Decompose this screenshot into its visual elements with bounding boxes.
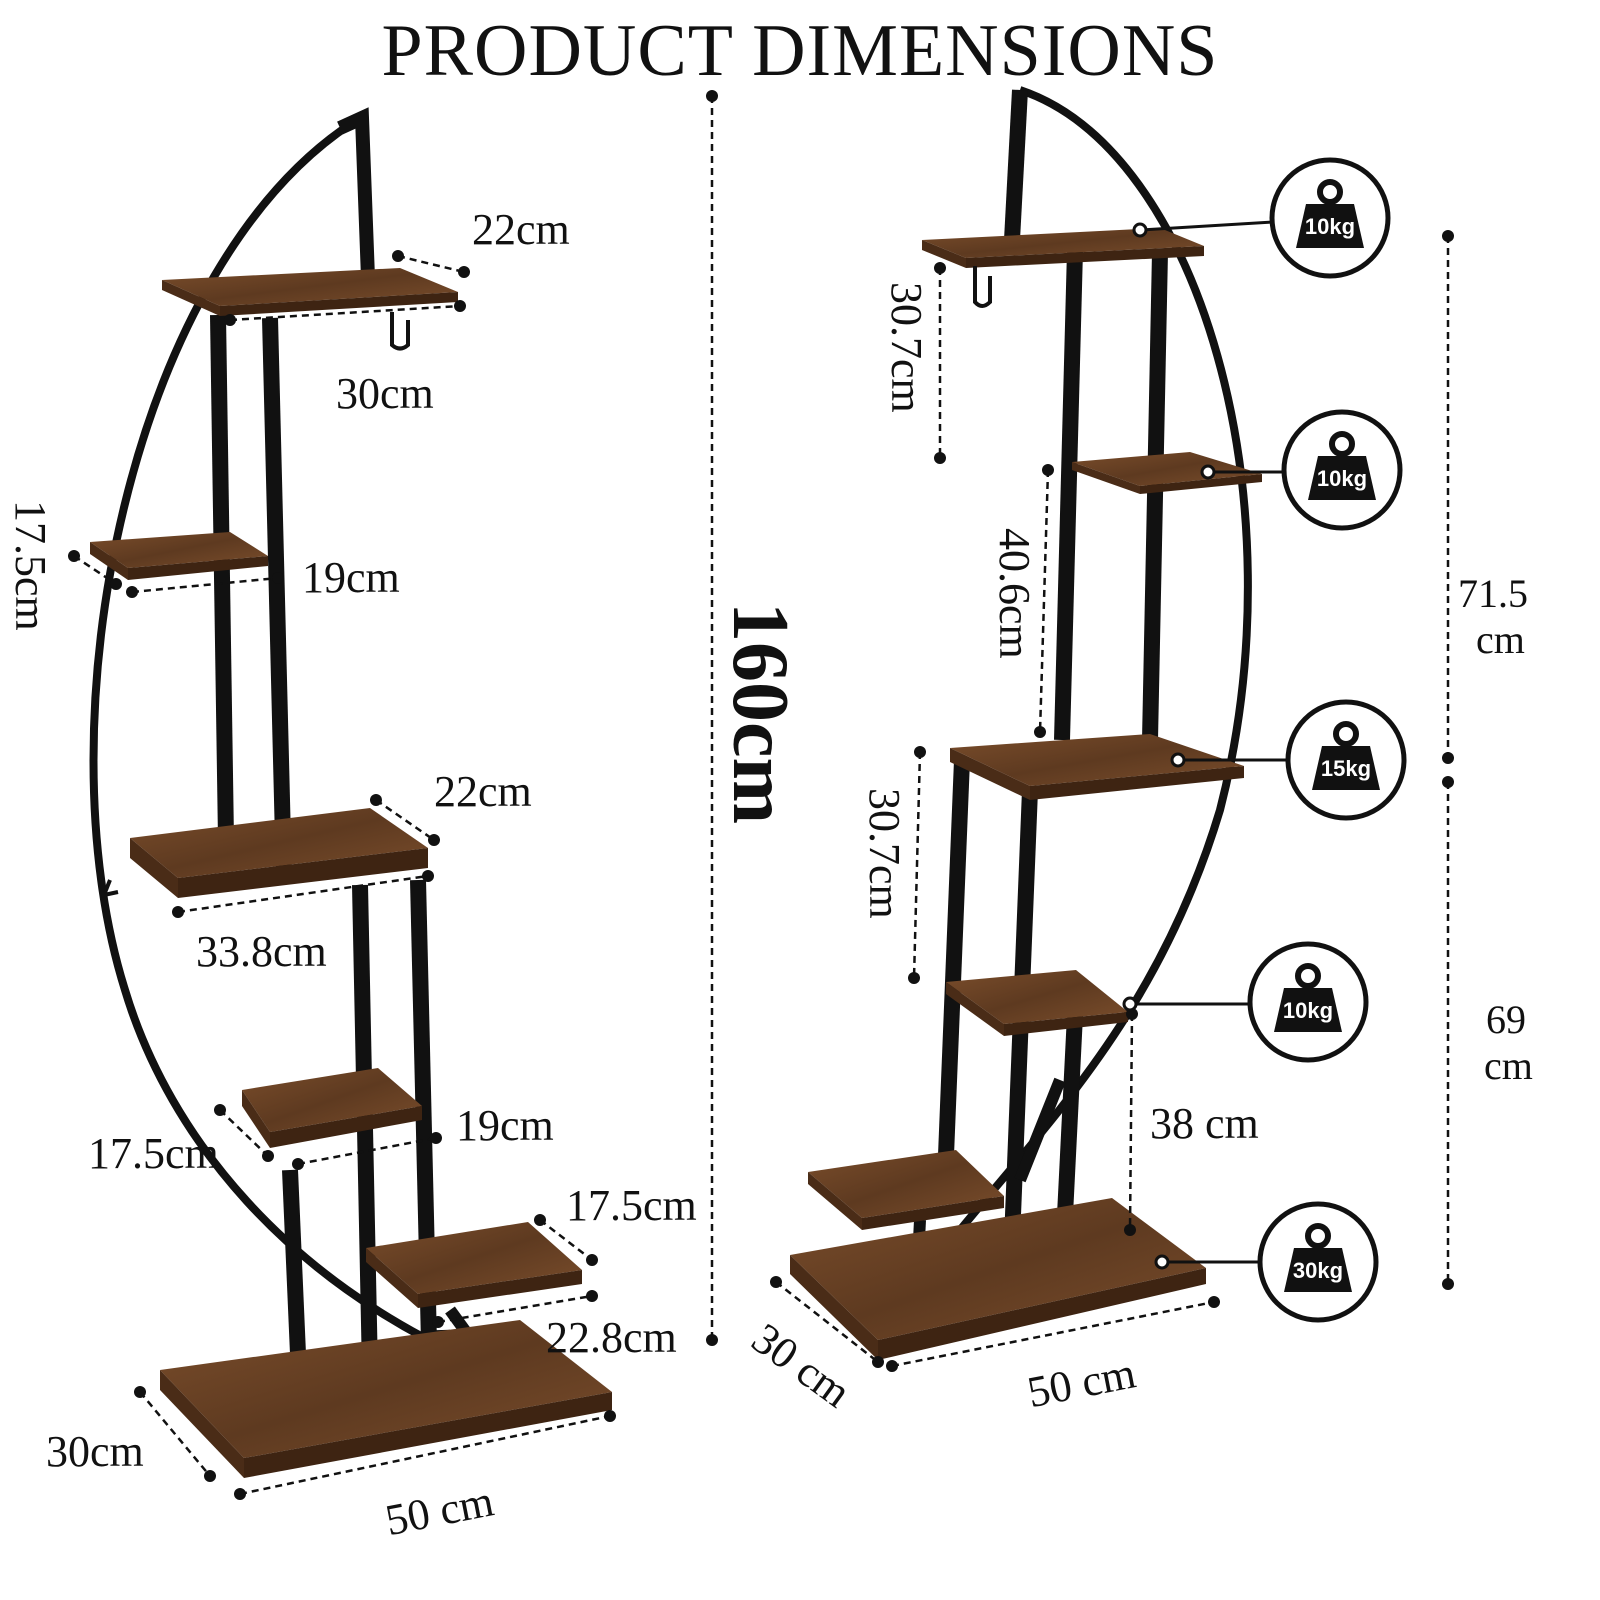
left-dimension-lines	[73, 96, 714, 1496]
right-shelf-3	[950, 734, 1244, 786]
right-shelf-4	[946, 970, 1128, 1024]
right-upper-height-unit: cm	[1476, 617, 1525, 662]
left-shelf-unit	[89, 107, 612, 1478]
load-badge-label: 15kg	[1321, 756, 1371, 781]
right-gap-upper: 40.6cm	[990, 528, 1039, 659]
weight-icon	[1274, 963, 1342, 1032]
left-shelf-1	[162, 268, 458, 306]
left-post-2	[262, 317, 292, 881]
right-post-5	[1056, 1014, 1083, 1236]
left-shelf-4	[242, 1068, 422, 1132]
left-base	[160, 1320, 612, 1458]
left-post-4	[410, 879, 438, 1386]
weight-icon	[1308, 431, 1376, 500]
load-badge-label: 10kg	[1317, 466, 1367, 491]
left-shelf-5	[366, 1222, 582, 1294]
page-title: PRODUCT DIMENSIONS	[381, 10, 1219, 92]
left-fifth-shelf-depth: 17.5cm	[566, 1181, 697, 1230]
right-shelf-1	[922, 228, 1204, 258]
right-gap-middle: 30.7cm	[860, 788, 909, 919]
left-fourth-shelf-width: 19cm	[456, 1101, 554, 1150]
right-post-2	[1142, 251, 1168, 741]
weight-icon	[1284, 1223, 1352, 1292]
left-third-shelf-width: 33.8cm	[196, 927, 327, 976]
right-lower-height-value: 69	[1486, 997, 1526, 1042]
left-dimension-dots	[68, 90, 718, 1500]
weight-icon	[1312, 721, 1380, 790]
load-badge-label: 30kg	[1293, 1258, 1343, 1283]
badge-leader-lines	[1130, 220, 1290, 1264]
weight-icon	[1296, 179, 1364, 248]
right-lower-height-unit: cm	[1484, 1043, 1533, 1088]
right-post-4	[1002, 789, 1038, 1291]
load-badge: 10kg	[1247, 941, 1369, 1063]
right-dimension-lines	[775, 236, 1450, 1368]
right-gap-lower: 38 cm	[1150, 1099, 1259, 1148]
right-upper-height-value: 71.5	[1458, 571, 1528, 616]
right-post-3	[937, 759, 970, 1181]
load-badge-label: 10kg	[1283, 998, 1333, 1023]
left-top-post	[337, 107, 375, 279]
right-gap-top: 30.7cm	[882, 282, 931, 413]
left-fifth-shelf-width: 22.8cm	[546, 1313, 677, 1362]
left-shelf-2	[90, 532, 268, 568]
right-shelf-unit	[790, 86, 1262, 1360]
left-third-shelf-depth: 22cm	[434, 767, 532, 816]
right-shelf-5	[808, 1150, 1004, 1218]
right-post-1	[1054, 249, 1083, 741]
load-badge: 10kg	[1269, 157, 1391, 279]
load-badge: 15kg	[1285, 699, 1407, 821]
left-top-shelf-width: 30cm	[336, 369, 434, 418]
left-second-shelf-width: 19cm	[302, 553, 400, 602]
right-shelf-2	[1072, 452, 1262, 486]
left-base-depth: 30cm	[46, 1427, 144, 1476]
load-badge: 10kg	[1281, 409, 1403, 531]
left-second-shelf-depth: 17.5cm	[6, 500, 55, 631]
left-fourth-shelf-depth: 17.5cm	[88, 1129, 219, 1178]
left-shelf-3	[130, 808, 428, 878]
left-top-shelf-depth: 22cm	[472, 205, 570, 254]
total-height: 160cm	[716, 602, 804, 825]
right-base	[790, 1198, 1206, 1340]
load-badge: 30kg	[1257, 1201, 1379, 1323]
load-badge-label: 10kg	[1305, 214, 1355, 239]
left-post-1	[210, 314, 234, 841]
right-dimension-dots	[770, 230, 1454, 1372]
